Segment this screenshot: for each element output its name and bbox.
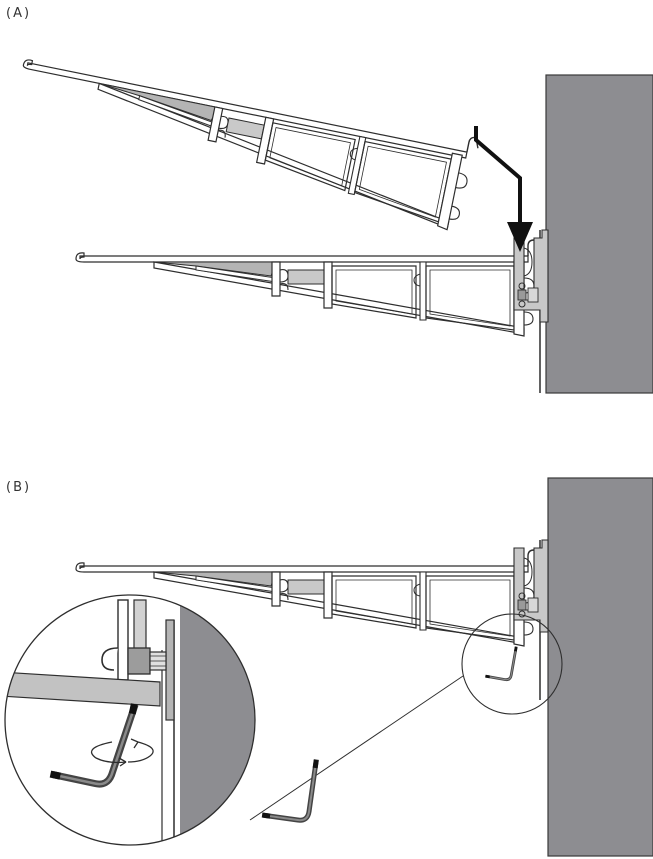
- hex-key-icon: [483, 641, 519, 684]
- down-arrow-icon: [474, 126, 533, 252]
- hex-key-loose: [262, 754, 319, 825]
- detail-callout-circle: [461, 613, 563, 715]
- wall-b: [547, 477, 653, 857]
- detail-leader-line: [249, 675, 464, 821]
- rotate-arrows-icon: [91, 738, 154, 767]
- zoom-circle-outline: [4, 594, 256, 846]
- wall-a: [545, 74, 653, 394]
- panel-a-label: (A): [6, 6, 32, 21]
- profile-lifted: [7, 45, 481, 234]
- zoom-detail: [5, 595, 255, 845]
- profile-mounted-a: [75, 239, 539, 337]
- panel-b-label: (B): [6, 480, 32, 495]
